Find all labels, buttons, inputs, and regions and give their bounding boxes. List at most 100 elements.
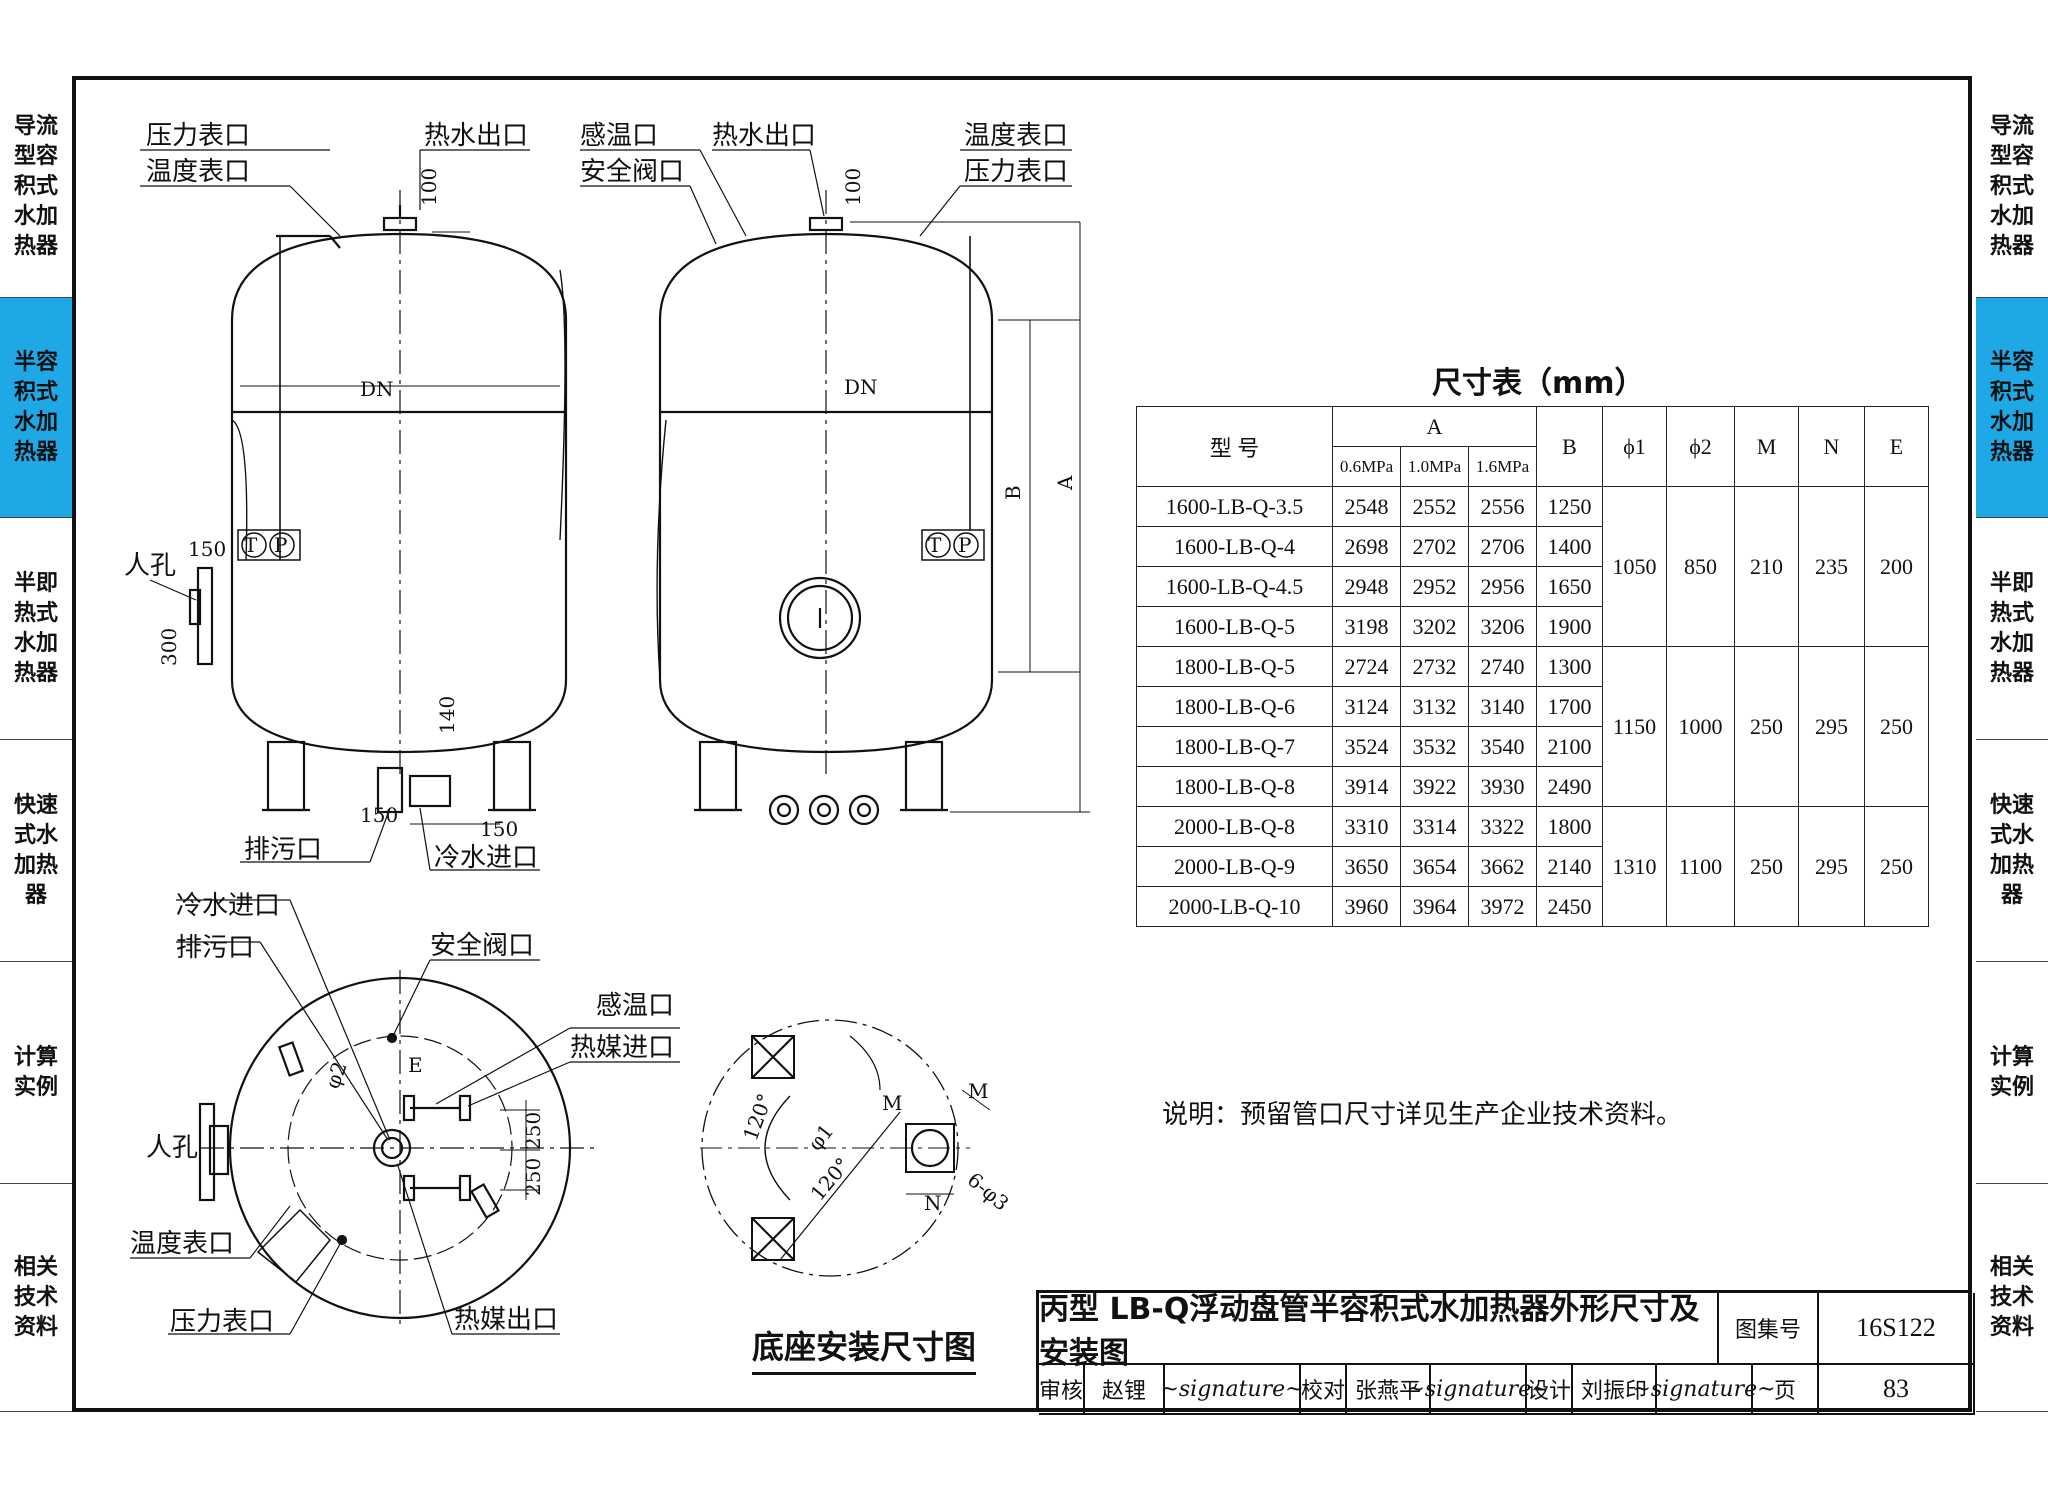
- cell-model: 1800-LB-Q-5: [1136, 646, 1333, 687]
- left-side-tab-3[interactable]: 半即热式水加热器: [0, 518, 72, 740]
- cell-model: 1600-LB-Q-4.5: [1136, 566, 1333, 607]
- header-phi1: ϕ1: [1602, 406, 1667, 487]
- left-side-tab-label: 计算实例: [13, 1044, 58, 1100]
- design-label: 设计: [1527, 1365, 1573, 1415]
- left-hot-water-outlet-label: 热水出口: [424, 121, 528, 151]
- plan-pressure-port-label: 压力表口: [170, 1307, 274, 1337]
- right-side-tab-3[interactable]: 半即热式水加热器: [1976, 518, 2048, 740]
- left-side-tab-4[interactable]: 快速式水加热器: [0, 740, 72, 962]
- left-tp-t: T: [244, 533, 258, 557]
- cell-m: 250: [1734, 806, 1799, 927]
- cell-b: 2450: [1536, 886, 1603, 927]
- right-side-tab-6[interactable]: 相关技术资料: [1976, 1184, 2048, 1412]
- base-m-b: M: [968, 1079, 988, 1103]
- cell-b: 1300: [1536, 646, 1603, 687]
- atlas-label: 图集号: [1719, 1293, 1819, 1365]
- header-m: M: [1734, 406, 1799, 487]
- base-m-a: M: [882, 1091, 902, 1115]
- left-side-tab-2[interactable]: 半容积式水加热器: [0, 298, 72, 518]
- right-side-tab-label: 半即热式水加热器: [1989, 570, 2034, 686]
- cell-model: 2000-LB-Q-10: [1136, 886, 1333, 927]
- right-dim-100: 100: [841, 168, 865, 206]
- cell-n: 295: [1798, 806, 1865, 927]
- cell-model: 1600-LB-Q-4: [1136, 526, 1333, 567]
- designer-name: 刘振印: [1573, 1365, 1657, 1415]
- plan-temp-port-label: 温度表口: [130, 1229, 234, 1259]
- right-side-tab-5[interactable]: 计算实例: [1976, 962, 2048, 1184]
- cell-a16: 3540: [1468, 726, 1537, 767]
- cell-a10: 3964: [1400, 886, 1469, 927]
- cell-phi1: 1150: [1602, 646, 1667, 807]
- cell-a16: 3140: [1468, 686, 1537, 727]
- right-side-tab-1[interactable]: 导流型容积式水加热器: [1976, 76, 2048, 298]
- cell-a06: 3914: [1332, 766, 1401, 807]
- cell-n: 295: [1798, 646, 1865, 807]
- right-side-tab-2[interactable]: 半容积式水加热器: [1976, 298, 2048, 518]
- plan-safety-valve-label: 安全阀口: [430, 931, 534, 961]
- base-angle-b: 120°: [805, 1153, 854, 1205]
- header-b: B: [1536, 406, 1603, 487]
- right-side-tabs: 导流型容积式水加热器半容积式水加热器半即热式水加热器快速式水加热器计算实例相关技…: [1976, 76, 2048, 1412]
- plan-cold-water-inlet-label: 冷水进口: [176, 891, 280, 921]
- left-dn-label: DN: [360, 377, 394, 401]
- cell-a06: 3124: [1332, 686, 1401, 727]
- header-a-06: 0.6MPa: [1332, 446, 1401, 487]
- right-dn-label: DN: [844, 375, 878, 399]
- plan-dim-250-b: 250: [521, 1158, 545, 1196]
- right-tp-t: T: [928, 533, 942, 557]
- plan-dim-250-a: 250: [521, 1112, 545, 1150]
- left-dim-150-side: 150: [188, 537, 226, 561]
- designer-signature: ~signature~: [1632, 1365, 1776, 1415]
- cell-b: 2100: [1536, 726, 1603, 767]
- cell-b: 1700: [1536, 686, 1603, 727]
- right-temp-port-label: 温度表口: [964, 121, 1068, 151]
- cell-model: 2000-LB-Q-9: [1136, 846, 1333, 887]
- table-title: 尺寸表（mm）: [1432, 366, 1645, 401]
- header-phi2: ϕ2: [1666, 406, 1735, 487]
- left-side-tab-6[interactable]: 相关技术资料: [0, 1184, 72, 1412]
- cell-phi2: 1100: [1666, 806, 1735, 927]
- cell-a16: 2740: [1468, 646, 1537, 687]
- cell-b: 2490: [1536, 766, 1603, 807]
- cell-model: 1800-LB-Q-6: [1136, 686, 1333, 727]
- header-a-10: 1.0MPa: [1400, 446, 1469, 487]
- cell-a16: 2706: [1468, 526, 1537, 567]
- cell-b: 1900: [1536, 606, 1603, 647]
- cell-b: 1650: [1536, 566, 1603, 607]
- cell-a06: 3960: [1332, 886, 1401, 927]
- left-side-tab-label: 相关技术资料: [13, 1254, 58, 1340]
- cell-a10: 3922: [1400, 766, 1469, 807]
- cell-n: 235: [1798, 486, 1865, 647]
- right-safety-valve-label: 安全阀口: [580, 157, 684, 187]
- title-block: 丙型 LB-Q浮动盘管半容积式水加热器外形尺寸及安装图 图集号 16S122 审…: [1036, 1290, 1975, 1415]
- left-side-tabs: 导流型容积式水加热器半容积式水加热器半即热式水加热器快速式水加热器计算实例相关技…: [0, 76, 72, 1412]
- right-dim-b: B: [1001, 485, 1025, 500]
- left-side-tab-1[interactable]: 导流型容积式水加热器: [0, 76, 72, 298]
- plan-manhole-label: 人孔: [146, 1133, 198, 1163]
- cell-phi2: 850: [1666, 486, 1735, 647]
- cell-b: 1400: [1536, 526, 1603, 567]
- left-temp-port-label: 温度表口: [146, 157, 250, 187]
- cell-a16: 3322: [1468, 806, 1537, 847]
- left-side-tab-label: 快速式水加热器: [13, 792, 58, 908]
- cell-a10: 3132: [1400, 686, 1469, 727]
- right-side-tab-4[interactable]: 快速式水加热器: [1976, 740, 2048, 962]
- left-dim-140: 140: [435, 696, 459, 734]
- cell-a16: 3206: [1468, 606, 1537, 647]
- right-pressure-port-label: 压力表口: [964, 157, 1068, 187]
- right-side-tab-label: 相关技术资料: [1989, 1254, 2034, 1340]
- cell-model: 2000-LB-Q-8: [1136, 806, 1333, 847]
- left-side-tab-label: 导流型容积式水加热器: [13, 113, 58, 259]
- cell-a10: 2952: [1400, 566, 1469, 607]
- cell-a10: 3532: [1400, 726, 1469, 767]
- left-side-tab-5[interactable]: 计算实例: [0, 962, 72, 1184]
- plan-heat-medium-inlet-label: 热媒进口: [570, 1033, 674, 1063]
- checker-name: 张燕平: [1347, 1365, 1431, 1415]
- page-number: 83: [1819, 1365, 1975, 1415]
